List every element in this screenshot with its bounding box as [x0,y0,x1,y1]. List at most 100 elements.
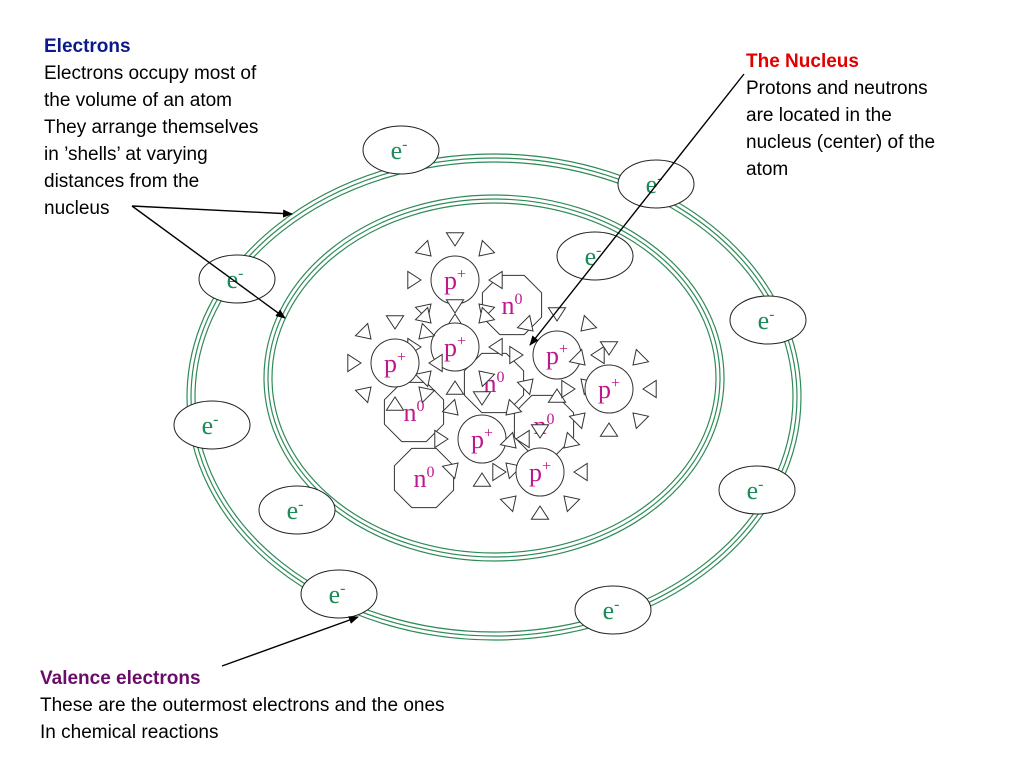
proton-ray [563,495,581,513]
nucleus-note-line: are located in the [746,105,892,126]
proton-ray [445,380,465,395]
proton-label: p+ [529,458,551,487]
proton-ray [499,431,517,449]
proton: p+ [407,299,503,395]
electron: e- [258,485,336,535]
proton-ray [354,322,372,340]
proton-ray [568,412,586,430]
electron: e- [556,231,634,281]
proton-ray [441,398,459,416]
electron-label: e- [391,136,408,165]
proton-label: p+ [546,341,568,370]
proton-ray [414,306,432,324]
proton: p+ [509,307,605,403]
proton-ray [632,412,650,430]
proton-ray [418,322,436,340]
valence-arrow [221,616,359,667]
proton-label: p+ [444,266,466,295]
neutron: n0 [481,274,543,336]
proton-ray [472,472,492,487]
electron-label: e- [287,496,304,525]
proton-ray [445,299,465,314]
proton-ray [472,391,492,406]
proton-ray [632,348,650,366]
proton-ray [385,315,405,330]
nucleus-heading: The Nucleus [746,51,859,72]
proton-label: p+ [384,349,406,378]
proton-ray [354,386,372,404]
electron: e- [362,125,440,175]
nucleus-arrow [529,73,745,346]
proton-ray [599,341,619,356]
proton-ray [414,370,432,388]
neutron-label: n0 [414,464,435,493]
proton: p+ [434,391,530,487]
nucleus-note: The Nucleus Protons and neutrons are loc… [746,48,1006,183]
proton-ray [347,353,362,373]
proton-ray [568,348,586,366]
proton-ray [561,379,576,399]
outer-shell [186,153,802,641]
proton-ray [418,386,436,404]
proton-ray [580,314,598,332]
electron: e- [718,465,796,515]
neutron-label: n0 [404,398,425,427]
proton-ray [515,429,530,449]
proton-ray [434,429,449,449]
electron: e- [574,585,652,635]
proton-ray [478,306,496,324]
proton-ray [563,431,581,449]
electron: e- [173,400,251,450]
nucleus-note-line: nucleus (center) of the [746,132,936,153]
electrons-note-line: in ’shells’ at varying [44,144,208,165]
electrons-note: Electrons Electrons occupy most of the v… [44,33,324,222]
electron: e- [729,295,807,345]
proton-ray [441,462,459,480]
valence-heading: Valence electrons [40,668,201,689]
proton: p+ [347,315,443,411]
proton-ray [492,462,507,482]
electrons-heading: Electrons [44,36,131,57]
proton-ray [516,378,534,396]
proton-label: p+ [444,333,466,362]
proton-ray [642,379,657,399]
electron-label: e- [758,306,775,335]
proton-ray [478,239,496,257]
electrons-note-line: Electrons occupy most of [44,63,257,84]
electron: e- [198,254,276,304]
nucleus-note-line: atom [746,159,789,180]
electron: e- [300,569,378,619]
electron-label: e- [646,170,663,199]
electrons-note-line: They arrange themselves [44,117,259,138]
proton-ray [488,270,503,290]
proton: p+ [561,341,657,437]
valence-note: Valence electrons These are the outermos… [40,665,580,746]
proton-ray [505,398,523,416]
proton-ray [414,239,432,257]
proton-ray [445,232,465,247]
proton-ray [488,337,503,357]
neutron-label: n0 [502,291,523,320]
electrons-note-line: distances from the [44,171,200,192]
electron-label: e- [603,596,620,625]
proton-ray [428,353,443,373]
nucleus: n0n0n0n0n0p+p+p+p+p+p+p+ [347,232,657,520]
proton-label: p+ [598,375,620,404]
electron-label: e- [202,411,219,440]
nucleus-note-line: Protons and neutrons [746,78,928,99]
proton-ray [599,422,619,437]
annotation-arrows [131,73,745,667]
proton-ray [478,370,496,388]
proton-ray [573,462,588,482]
proton-ray [516,314,534,332]
proton: p+ [492,424,588,520]
proton-ray [530,505,550,520]
electron: e- [617,159,695,209]
electrons-arrow-inner-shell [131,205,286,319]
proton-ray [499,495,517,513]
proton-ray [407,270,422,290]
electrons-arrow-outer-shell [131,205,293,218]
proton-ray [590,345,605,365]
electrons: e-e-e-e-e-e-e-e-e-e- [173,125,807,635]
